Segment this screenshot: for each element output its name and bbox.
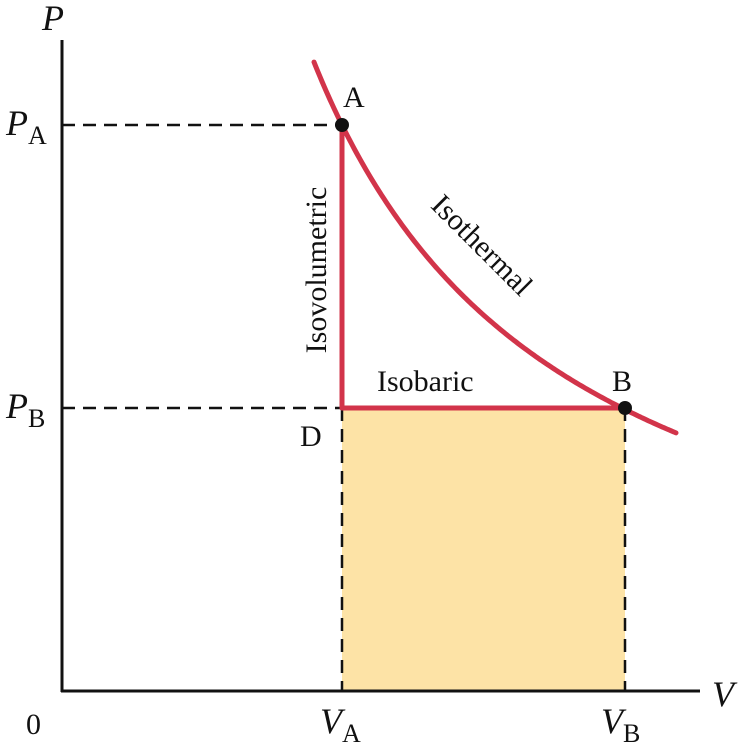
isovolumetric-label: Isovolumetric [300, 187, 333, 354]
point-a-dot [335, 118, 349, 132]
process-paths [311, 59, 679, 436]
vb-tick-label: VB [601, 701, 640, 747]
vb-subscript: B [623, 719, 640, 747]
origin-label: 0 [26, 708, 41, 741]
isothermal-label: Isothermal [425, 188, 539, 302]
x-axis-label: V [712, 674, 738, 714]
pb-symbol: P [5, 386, 28, 426]
y-axis-label: P [41, 0, 64, 38]
pb-tick-label: PB [5, 386, 45, 433]
point-b-dot [618, 401, 632, 415]
va-tick-label: VA [320, 701, 361, 747]
isobaric-label: Isobaric [377, 365, 474, 398]
point-a-label: A [343, 81, 365, 114]
pa-symbol: P [5, 103, 28, 143]
pa-tick-label: PA [5, 103, 47, 150]
isothermal-curve [311, 59, 679, 436]
work-area-fill [342, 408, 625, 691]
va-subscript: A [342, 719, 361, 747]
pa-subscript: A [28, 121, 47, 150]
va-symbol: V [320, 701, 346, 741]
axes [60, 40, 700, 693]
vb-symbol: V [601, 701, 627, 741]
pb-subscript: B [28, 404, 45, 433]
dashed-guides [62, 123, 627, 691]
point-d-label: D [300, 420, 322, 453]
point-b-label: B [612, 365, 632, 398]
